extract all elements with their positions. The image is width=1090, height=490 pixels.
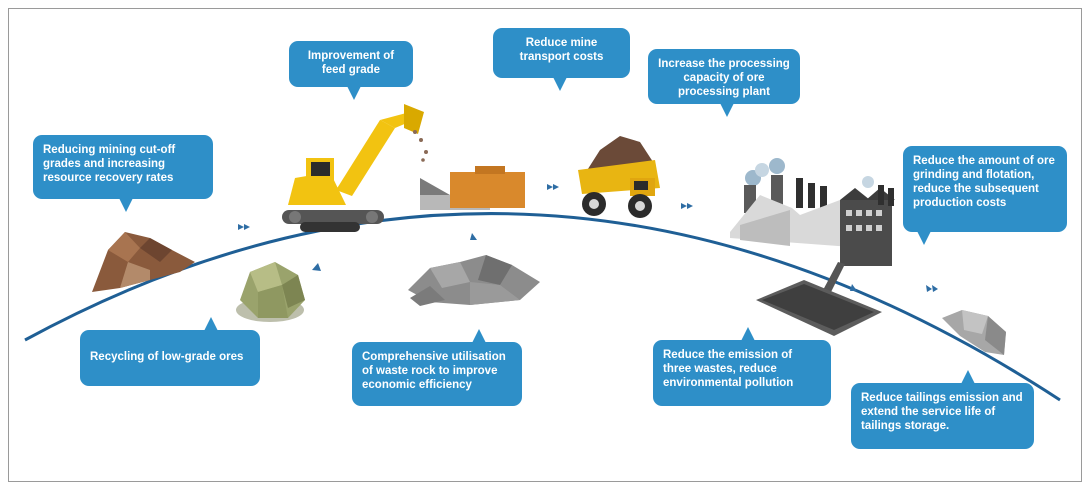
callout-transport: Reduce mine transport costs — [493, 28, 630, 91]
callout-tail — [741, 327, 755, 341]
callout-tail — [204, 317, 218, 331]
callout-tail — [472, 329, 486, 343]
callout-grinding: Reduce the amount of ore grinding and fl… — [903, 146, 1067, 245]
arrow-icon — [932, 285, 938, 292]
rock-pile-icon — [408, 255, 540, 306]
crusher-icon — [420, 166, 525, 210]
arrow-icon — [312, 263, 321, 271]
callout-waste-rock-text: Comprehensive utilisation of waste rock … — [362, 351, 506, 391]
callout-tailings-text: Reduce tailings emission and extend the … — [861, 392, 1023, 432]
tailings-icon — [942, 310, 1006, 355]
callout-tail — [347, 86, 361, 100]
arrow-icon — [553, 184, 559, 190]
callout-tail — [720, 103, 734, 117]
callout-tailings: Reduce tailings emission and extend the … — [851, 370, 1034, 449]
arrow-icon — [926, 285, 932, 292]
excavator-icon — [282, 104, 428, 232]
arrow-icon — [687, 203, 693, 209]
callout-three-wastes: Reduce the emission of three wastes, red… — [653, 327, 831, 406]
arrow-icon — [244, 224, 250, 230]
callout-low-grade-text: Recycling of low-grade ores — [90, 351, 244, 363]
callout-low-grade: Recycling of low-grade ores — [80, 317, 260, 386]
callout-three-wastes-text: Reduce the emission of three wastes, red… — [663, 349, 794, 389]
callout-capacity: Increase the processing capacity of ore … — [648, 49, 800, 117]
low-grade-ore-icon — [236, 262, 305, 322]
arrow-icon — [850, 284, 857, 291]
callout-transport-text: Reduce mine transport costs — [519, 37, 604, 63]
callout-waste-rock: Comprehensive utilisation of waste rock … — [352, 329, 522, 406]
arrow-icon — [547, 184, 553, 190]
callout-tail — [553, 77, 567, 91]
callout-tail — [917, 231, 931, 245]
callout-capacity-text: Increase the processing capacity of ore … — [658, 58, 790, 98]
dump-truck-icon — [578, 160, 660, 218]
callout-tail — [961, 370, 975, 384]
ore-pile-icon — [92, 232, 195, 292]
callout-grinding-text: Reduce the amount of ore grinding and fl… — [913, 155, 1055, 209]
arrow-icon — [470, 233, 477, 240]
tailings-pond-icon — [756, 280, 882, 336]
callout-tail — [119, 198, 133, 212]
arrow-icon — [238, 224, 244, 230]
callout-cutoff-grade: Reducing mining cut-off grades and incre… — [33, 135, 213, 212]
flow-arrows — [238, 184, 938, 292]
callout-cutoff-text: Reducing mining cut-off grades and incre… — [43, 144, 176, 184]
arrow-icon — [681, 203, 687, 209]
callout-feed-grade: Improvement of feed grade — [289, 41, 413, 100]
callout-feed-grade-text: Improvement of feed grade — [307, 50, 395, 76]
factory-icon — [730, 158, 895, 294]
